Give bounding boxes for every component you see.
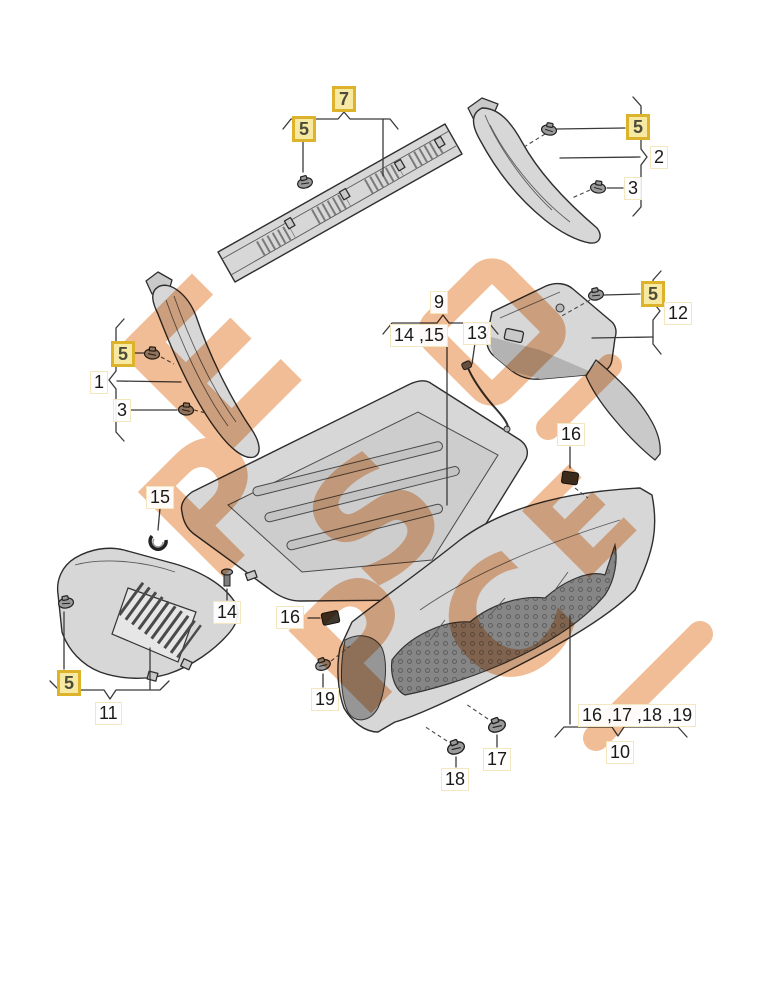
callout-5-top-left: 5 — [292, 116, 317, 142]
callout-5-top-right: 5 — [626, 114, 651, 140]
callout-10: 10 — [606, 741, 635, 764]
screw-14 — [220, 568, 234, 587]
callout-14-15: 14 ,15 — [390, 324, 449, 347]
part-7-sill-trim — [217, 123, 463, 283]
part-9-parcel-shelf — [180, 380, 529, 602]
callout-16-right: 16 — [557, 423, 586, 446]
callout-9: 9 — [430, 291, 449, 314]
callout-15: 15 — [146, 486, 175, 509]
callout-19: 19 — [311, 688, 340, 711]
callout-3-right: 3 — [624, 177, 643, 200]
callout-14: 14 — [213, 601, 242, 624]
part-11-left-side-trim — [56, 547, 239, 682]
callout-16-left: 16 — [276, 606, 305, 629]
callout-5-bottom-left: 5 — [57, 670, 82, 696]
fastener-clips — [56, 121, 608, 758]
callout-1: 1 — [90, 371, 109, 394]
callout-3-left: 3 — [113, 399, 132, 422]
watermark-bar — [536, 354, 622, 440]
watermark-diamond — [418, 258, 566, 406]
callout-5-mid-right: 5 — [641, 281, 666, 307]
callout-5-left: 5 — [111, 341, 136, 367]
part-10-tailgate-trim-panel — [337, 487, 656, 733]
callout-18: 18 — [441, 768, 470, 791]
callout-17: 17 — [483, 748, 512, 771]
callout-16-17-18-19: 16 ,17 ,18 ,19 — [578, 704, 697, 727]
callout-13: 13 — [463, 322, 492, 345]
part-2-right-pillar-trim — [467, 97, 601, 244]
callout-12: 12 — [664, 302, 693, 325]
callout-2: 2 — [650, 146, 669, 169]
clip-16-right — [561, 470, 579, 486]
clip-16-left — [320, 610, 341, 626]
callout-7: 7 — [332, 86, 357, 112]
part-1-left-pillar-trim — [145, 271, 260, 459]
clip-15 — [148, 534, 168, 551]
callout-11: 11 — [95, 702, 122, 725]
